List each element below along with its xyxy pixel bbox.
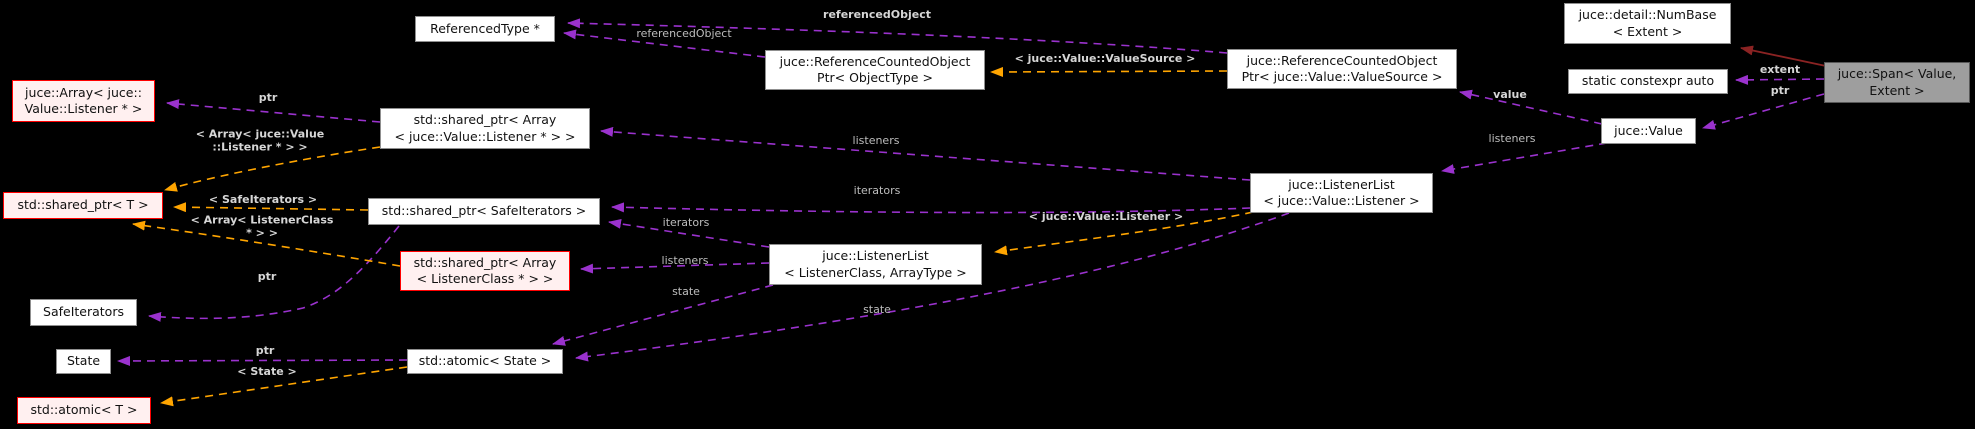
edge-label-array-value-template: < Array< juce::Value::Listener * > > bbox=[195, 127, 325, 154]
node-label: juce::Value bbox=[1614, 122, 1683, 138]
node-label: SafeIterators bbox=[43, 304, 124, 320]
node-static-constexpr-auto: static constexpr auto bbox=[1568, 69, 1728, 94]
node-label: juce::Array< juce:: bbox=[25, 84, 142, 100]
edge-template-safeiterators bbox=[173, 202, 369, 213]
edge-label-value-listener-template: < juce::Value::Listener > bbox=[1028, 209, 1184, 223]
node-shared-ptr-array-value-listener: std::shared_ptr< Array< juce::Value::Lis… bbox=[380, 108, 590, 149]
node-shared-ptr-t: std::shared_ptr< T > bbox=[3, 192, 163, 219]
edge-label-value: value bbox=[1493, 87, 1527, 101]
edge-referencedobject-from-objecttype bbox=[563, 29, 766, 58]
edge-label-line: * > > bbox=[246, 226, 278, 239]
node-label: std::shared_ptr< SafeIterators > bbox=[381, 203, 587, 219]
node-shared-ptr-array-listenerclass: std::shared_ptr< Array< ListenerClass * … bbox=[400, 251, 570, 291]
edge-label-listeners-value: listeners bbox=[1488, 131, 1536, 145]
node-shared-ptr-safeiterators: std::shared_ptr< SafeIterators > bbox=[368, 198, 600, 225]
edge-listeners-ll-generic bbox=[580, 262, 770, 274]
node-juce-array-value-listener[interactable]: juce::Array< juce::Value::Listener * > bbox=[12, 80, 155, 122]
node-label: juce::ListenerList bbox=[822, 248, 929, 263]
edge-iterators-ll-value bbox=[611, 202, 1251, 214]
edge-label-ptr-state: ptr bbox=[255, 343, 275, 357]
node-atomic-t: std::atomic< T > bbox=[17, 397, 151, 424]
edge-label-ptr-span: ptr bbox=[1770, 83, 1790, 97]
node-numbase[interactable]: juce::detail::NumBase< Extent > bbox=[1564, 3, 1731, 44]
edge-inheritance-numbase bbox=[1740, 45, 1827, 67]
edge-state-ll-generic bbox=[552, 284, 774, 346]
node-label: juce::ReferenceCountedObject bbox=[779, 53, 971, 69]
edge-ptr-span-to-value bbox=[1702, 93, 1825, 130]
node-label: std::atomic< State > bbox=[418, 353, 552, 369]
edge-label-safeiterators-template: < SafeIterators > bbox=[208, 192, 318, 206]
node-safeiterators: SafeIterators bbox=[30, 299, 137, 326]
node-label: ReferencedType * bbox=[430, 20, 540, 36]
node-label: juce::detail::NumBase bbox=[1578, 7, 1717, 22]
node-label: Ptr< ObjectType > bbox=[817, 70, 933, 85]
node-label: State bbox=[66, 353, 101, 369]
edge-template-array-listenerclass bbox=[132, 220, 401, 267]
edge-ptr-to-state bbox=[117, 355, 408, 366]
node-listenerlist-generic[interactable]: juce::ListenerList< ListenerClass, Array… bbox=[769, 244, 982, 285]
edge-label-iterators-ll-generic: iterators bbox=[662, 215, 710, 229]
node-label: < ListenerClass, ArrayType > bbox=[784, 264, 967, 280]
edge-value bbox=[1459, 89, 1603, 125]
edge-ptr-to-safeiterators bbox=[148, 225, 400, 322]
edge-label-listeners-ll-generic: listeners bbox=[661, 253, 709, 267]
edge-label-valuesource-template: < juce::Value::ValueSource > bbox=[1014, 51, 1196, 65]
node-label: < juce::Value::Listener * > > bbox=[394, 128, 576, 144]
node-label: < ListenerClass * > > bbox=[416, 271, 554, 286]
edge-label-extent: extent bbox=[1759, 62, 1801, 76]
node-label: Value::Listener * > bbox=[24, 101, 143, 116]
node-label: Ptr< juce::Value::ValueSource > bbox=[1241, 69, 1443, 84]
edge-listeners-ll-value bbox=[600, 126, 1251, 181]
edge-label-ptr-array-value: ptr bbox=[258, 90, 278, 104]
node-juce-value[interactable]: juce::Value bbox=[1601, 118, 1696, 144]
node-label: < Extent > bbox=[1612, 23, 1683, 39]
edge-extent bbox=[1735, 74, 1825, 85]
edge-label-referencedobject-top: referencedObject bbox=[823, 7, 931, 21]
edge-label-state-ll-value: state bbox=[863, 302, 891, 316]
edge-template-valuesource bbox=[990, 66, 1228, 77]
node-label: juce::ReferenceCountedObject bbox=[1246, 52, 1438, 68]
edge-label-iterators-ll-value: iterators bbox=[853, 183, 901, 197]
edge-label-ptr-safeiterators: ptr bbox=[257, 269, 277, 283]
node-span-current: juce::Span< Value,Extent > bbox=[1824, 62, 1970, 103]
node-label: juce::ListenerList bbox=[1288, 176, 1395, 192]
edge-listeners-value-to-ll bbox=[1441, 142, 1608, 174]
edge-label-state-template: < State > bbox=[237, 364, 297, 378]
edge-template-value-listener bbox=[994, 211, 1254, 256]
node-label: static constexpr auto bbox=[1581, 73, 1715, 89]
edge-referencedobject-from-valuesource bbox=[567, 18, 1228, 54]
node-listenerlist-value-listener[interactable]: juce::ListenerList< juce::Value::Listene… bbox=[1250, 173, 1433, 213]
edge-label-line: < Array< ListenerClass bbox=[190, 213, 334, 227]
edge-ptr-to-array-listener bbox=[166, 99, 381, 123]
node-state: State bbox=[56, 349, 111, 374]
edge-label-referencedobject-mid: referencedObject bbox=[636, 26, 732, 40]
node-label: Extent > bbox=[1869, 82, 1925, 98]
node-label: std::shared_ptr< Array bbox=[413, 112, 557, 127]
node-label: std::shared_ptr< Array bbox=[413, 254, 557, 270]
edge-label-array-lc-template: < Array< ListenerClass* > > bbox=[190, 213, 334, 240]
node-label: std::shared_ptr< T > bbox=[17, 197, 149, 213]
node-label: juce::Span< Value, bbox=[1837, 66, 1957, 81]
node-label: std::atomic< T > bbox=[30, 402, 138, 418]
node-referenced-type: ReferencedType * bbox=[415, 16, 555, 42]
edge-label-listeners-ll-value: listeners bbox=[852, 133, 900, 147]
edge-label-state-ll-generic: state bbox=[672, 284, 700, 298]
node-atomic-state: std::atomic< State > bbox=[407, 349, 563, 374]
edge-label-line: ::Listener * > > bbox=[212, 140, 308, 153]
node-label: < juce::Value::Listener > bbox=[1263, 193, 1420, 208]
edge-label-line: < Array< juce::Value bbox=[195, 127, 325, 141]
